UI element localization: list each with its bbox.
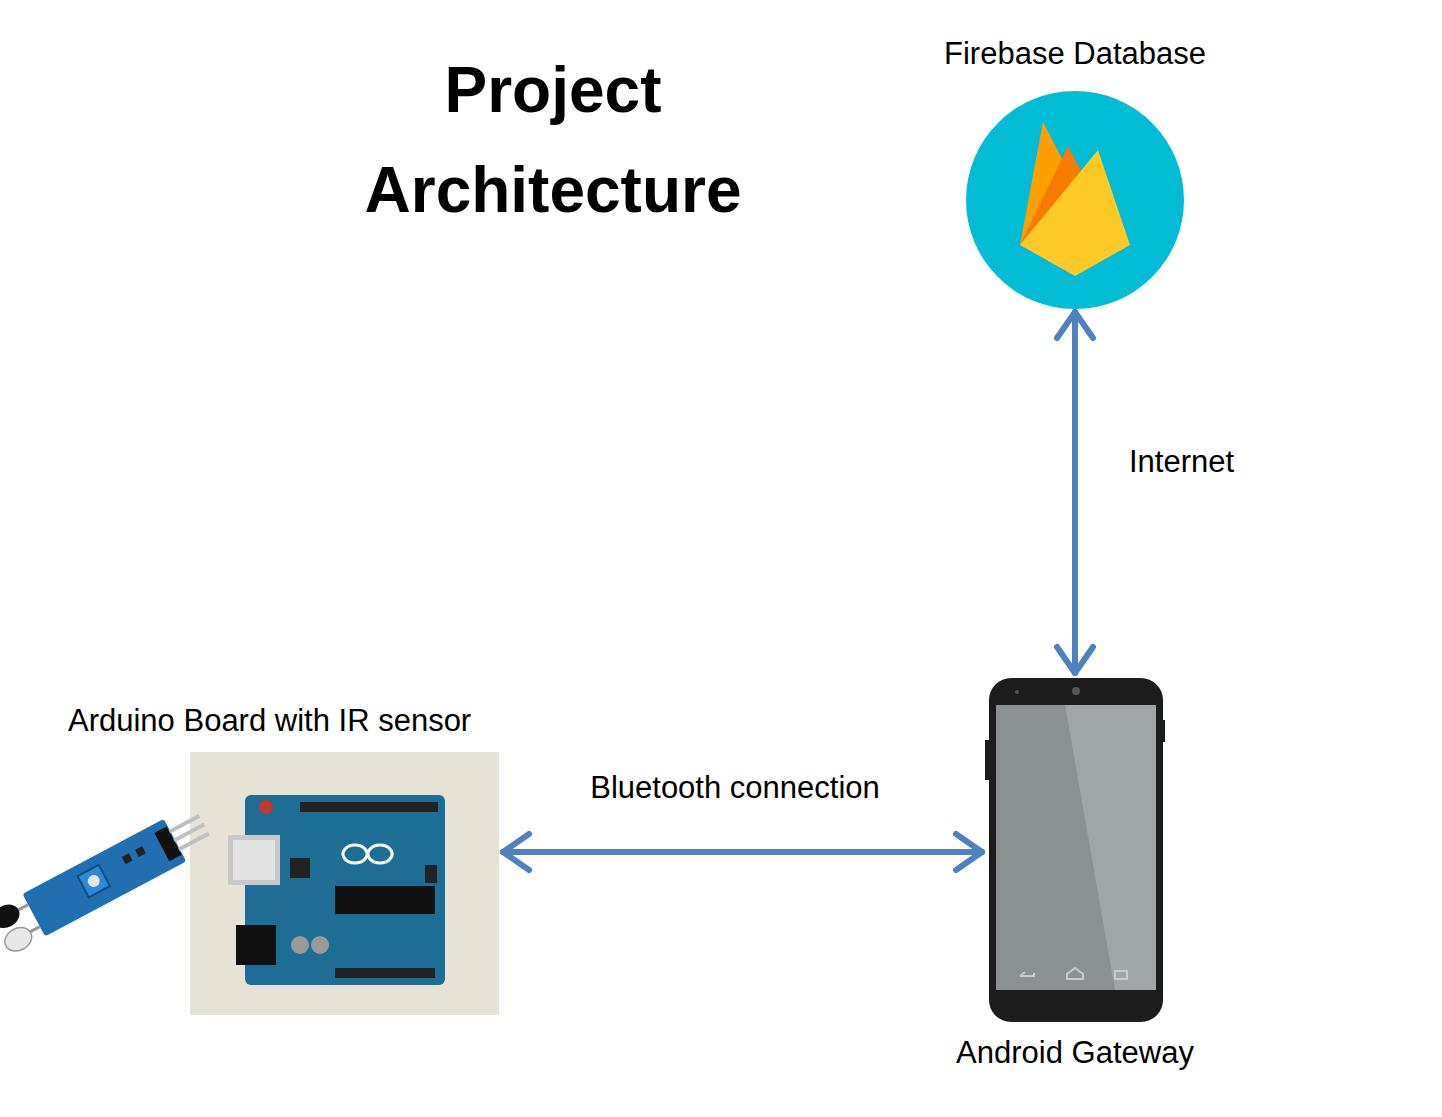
arduino-illustration xyxy=(190,752,499,1015)
gateway-node: Android Gateway xyxy=(985,676,1165,1024)
connector-arrow xyxy=(1057,312,1093,673)
device-node: Arduino Board with IR sensor xyxy=(20,752,500,1015)
ir-sensor-module xyxy=(0,803,216,955)
phone-illustration xyxy=(985,678,1165,1022)
connection-label: Bluetooth connection xyxy=(590,769,880,807)
database-node: Firebase Database xyxy=(966,91,1184,309)
connection-label: Internet xyxy=(1129,443,1234,481)
node-label: Arduino Board with IR sensor xyxy=(68,702,471,740)
title: Project Architecture xyxy=(303,40,803,240)
firebase-icon xyxy=(966,91,1184,309)
node-label: Firebase Database xyxy=(944,35,1206,73)
node-label: Android Gateway xyxy=(956,1034,1194,1072)
connector-arrow xyxy=(503,834,982,870)
